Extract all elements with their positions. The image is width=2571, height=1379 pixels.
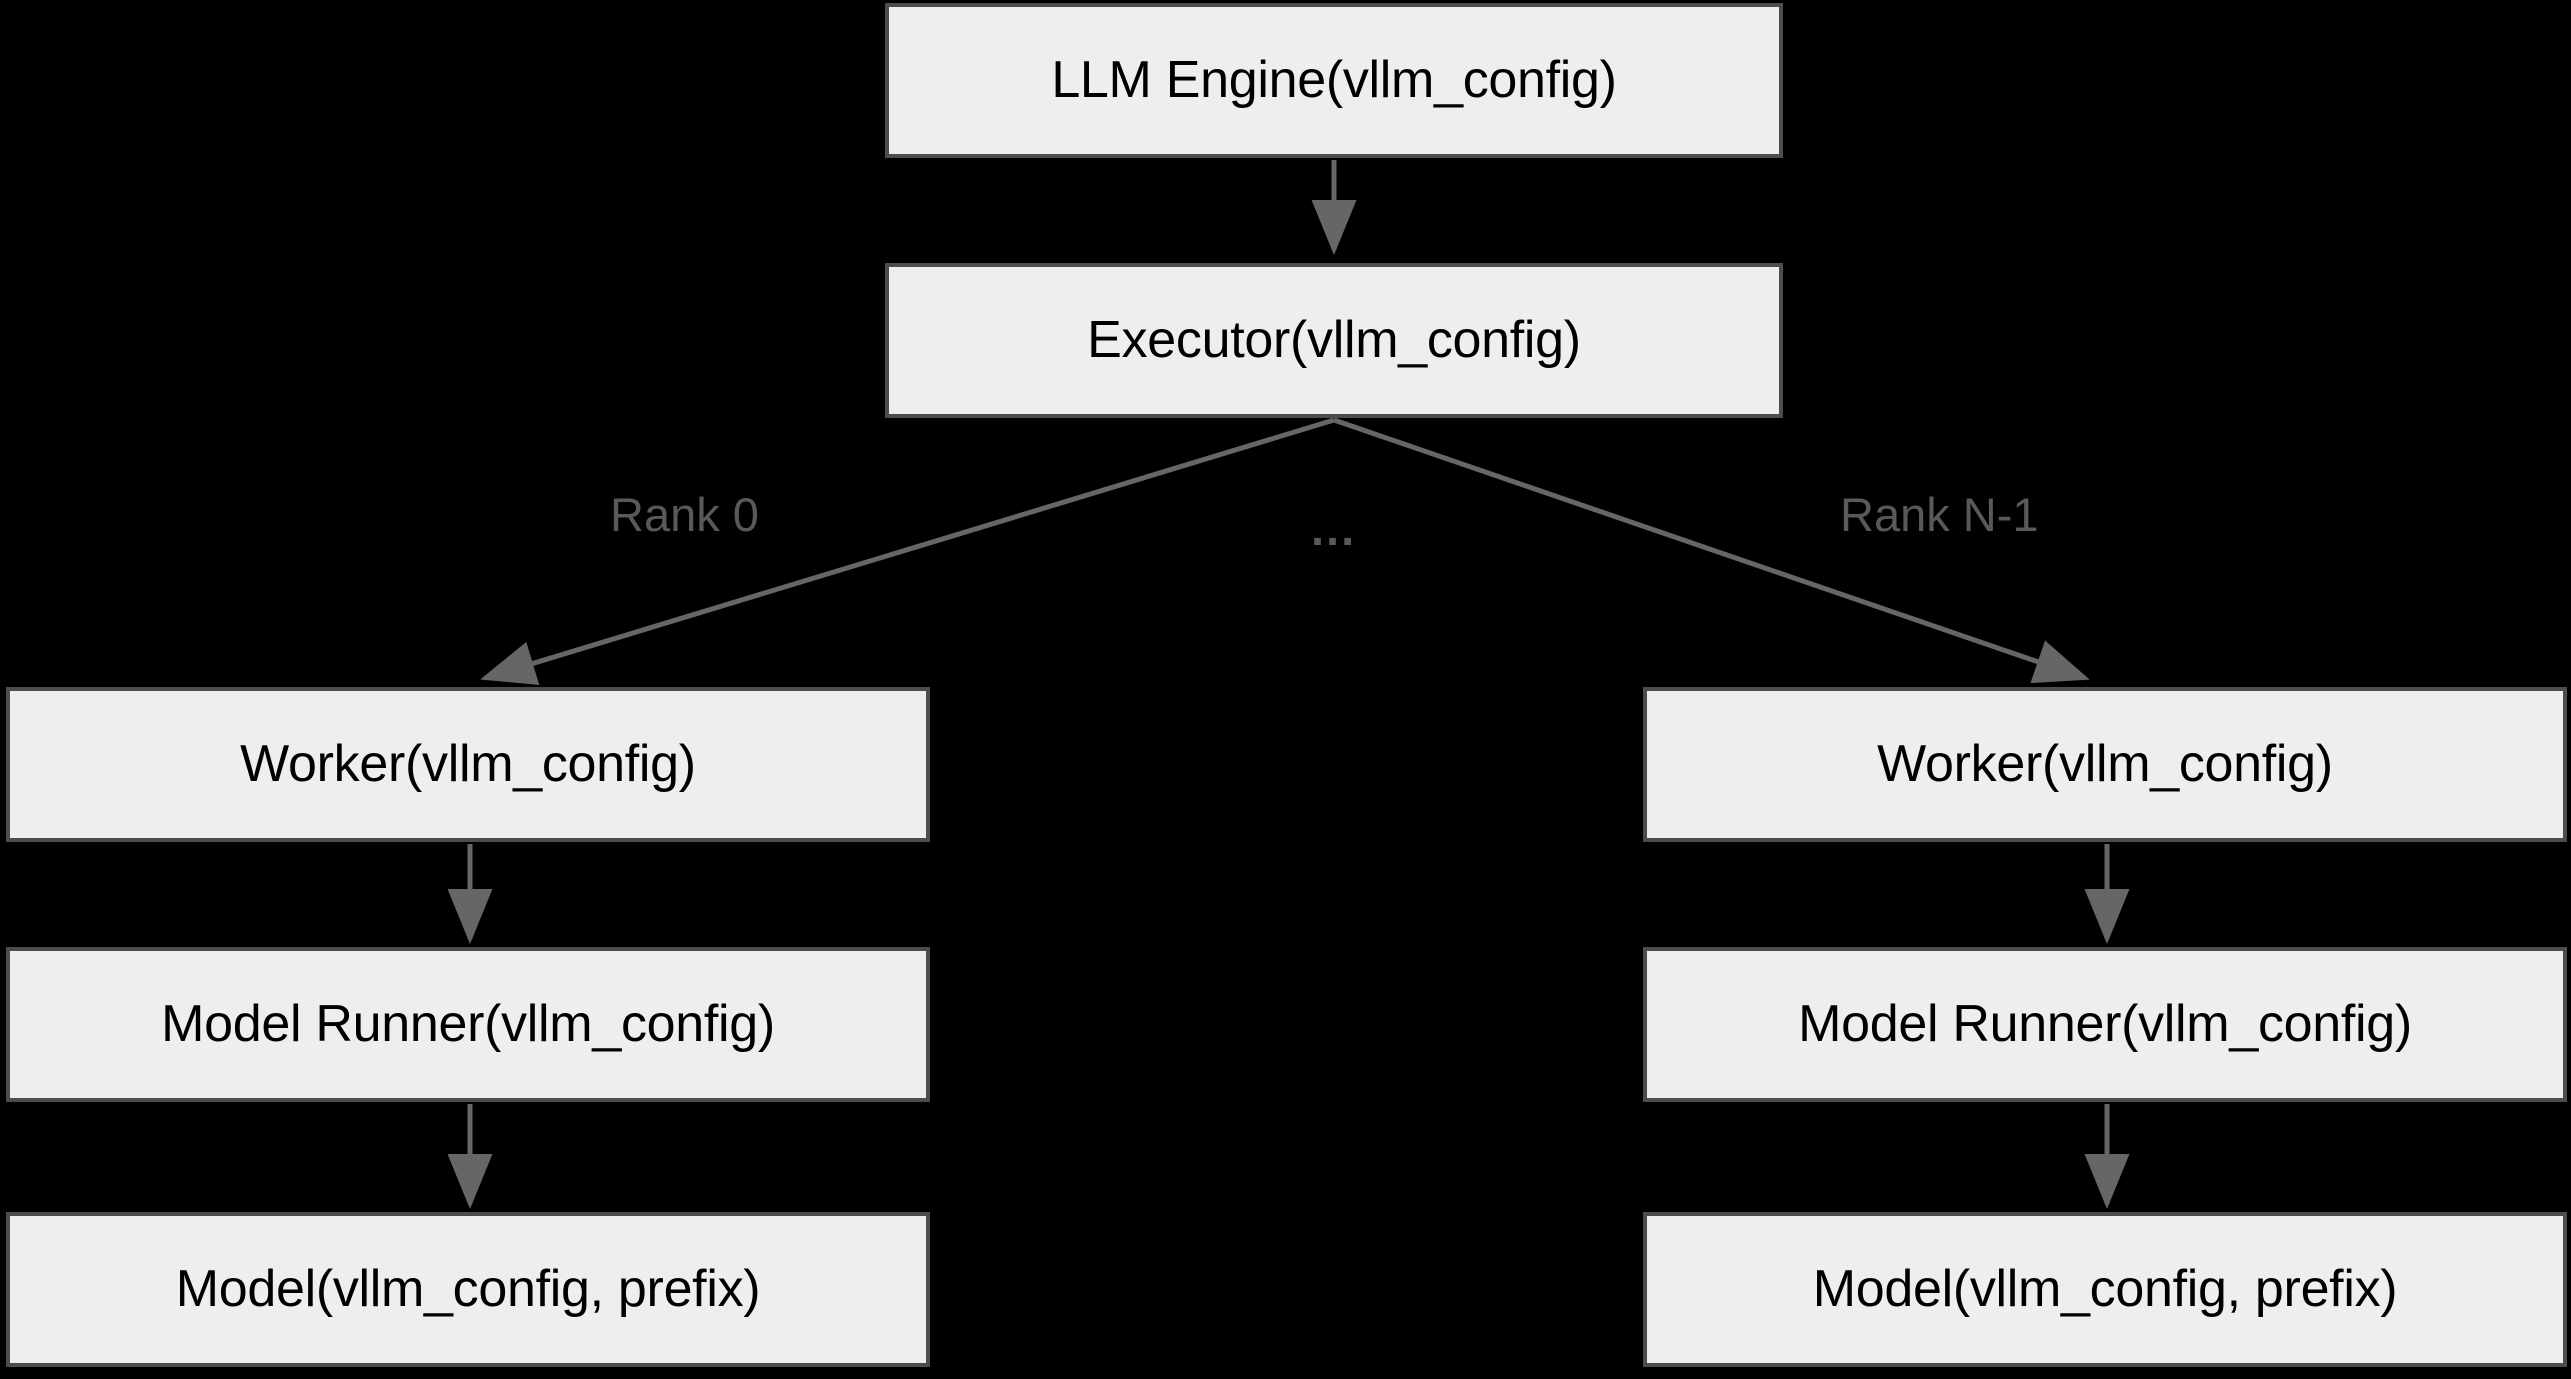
node-llm-engine-label: LLM Engine(vllm_config)	[1051, 50, 1617, 109]
node-model-rank0[interactable]: Model(vllm_config, prefix)	[6, 1212, 930, 1367]
node-model-runner-rankn[interactable]: Model Runner(vllm_config)	[1643, 947, 2567, 1102]
node-model-runner-rank0[interactable]: Model Runner(vllm_config)	[6, 947, 930, 1102]
edge-label-rank-n-minus-1: Rank N-1	[1840, 488, 2039, 541]
node-model-runner-rank0-label: Model Runner(vllm_config)	[161, 994, 775, 1053]
node-worker-rank0[interactable]: Worker(vllm_config)	[6, 687, 930, 842]
node-llm-engine[interactable]: LLM Engine(vllm_config)	[885, 3, 1783, 158]
node-executor[interactable]: Executor(vllm_config)	[885, 263, 1783, 418]
node-model-rank0-label: Model(vllm_config, prefix)	[175, 1259, 761, 1318]
edge-executor-to-worker-rank0	[480, 417, 1335, 685]
node-executor-label: Executor(vllm_config)	[1087, 310, 1581, 369]
node-worker-rank0-label: Worker(vllm_config)	[240, 734, 696, 793]
edge-label-rank-0: Rank 0	[610, 488, 759, 541]
edge-executor-to-worker-rankn	[1333, 417, 2090, 684]
node-worker-rankn-label: Worker(vllm_config)	[1877, 734, 2333, 793]
node-model-rankn[interactable]: Model(vllm_config, prefix)	[1643, 1212, 2567, 1367]
node-model-runner-rankn-label: Model Runner(vllm_config)	[1798, 994, 2412, 1053]
node-model-rankn-label: Model(vllm_config, prefix)	[1812, 1259, 2398, 1318]
edge-label-rank-middle-ellipsis: ...	[1311, 502, 1357, 555]
node-worker-rankn[interactable]: Worker(vllm_config)	[1643, 687, 2567, 842]
